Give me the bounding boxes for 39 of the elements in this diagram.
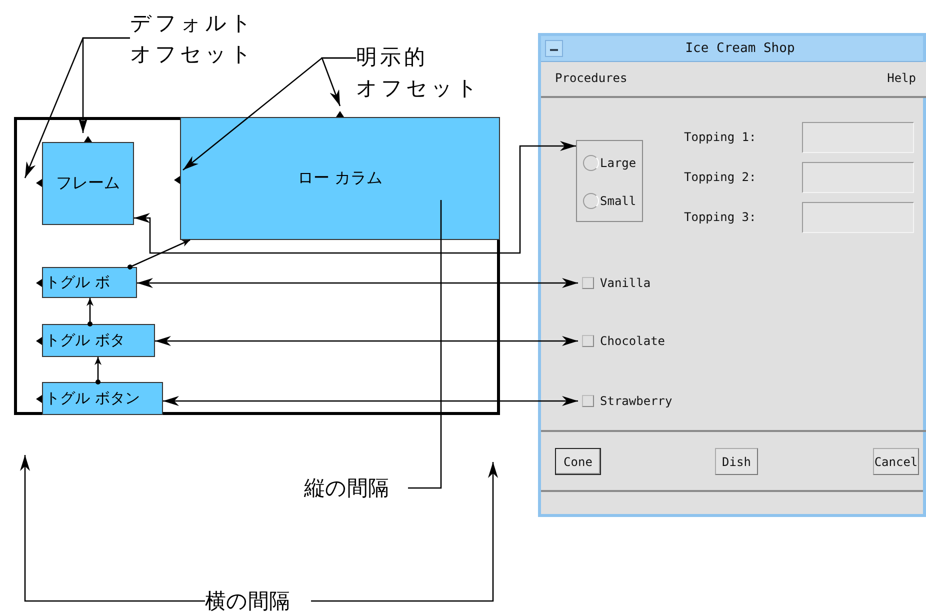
row-column-box: ロー カラム (180, 117, 500, 240)
push-button: Dish (715, 448, 758, 475)
menu-item: Help (887, 71, 916, 85)
leader-line (311, 462, 498, 602)
attachment-line (128, 239, 190, 270)
checkbox: Vanilla (578, 273, 658, 293)
container-box (14, 117, 500, 415)
arrow (137, 278, 578, 288)
field-label: Topping 3: (684, 209, 758, 226)
arrow (155, 336, 578, 346)
push-button: Cancel (873, 448, 919, 475)
radio-group-frame (576, 140, 643, 222)
toggle-button-box: トグル ボ (42, 267, 137, 298)
arrow (163, 396, 578, 406)
arrow (134, 141, 576, 254)
annotation-label: デフォルトオフセット (130, 8, 255, 74)
field-label: Topping 1: (684, 129, 758, 146)
radio-button: Small (583, 191, 636, 211)
annotation-label: 明示的オフセット (356, 42, 481, 104)
leader-line (78, 37, 130, 133)
radio-button: Large (583, 153, 636, 173)
app-window (538, 33, 926, 517)
toggle-button-box: トグル ボタ (42, 324, 155, 357)
leader-line (321, 57, 356, 106)
toggle-button-box: トグル ボタン (42, 382, 163, 415)
annotation-label: 縦の間隔 (304, 474, 408, 502)
menu-item: Procedures (555, 71, 628, 85)
frame-box: フレーム (42, 142, 134, 225)
window-title: Ice Cream Shop (684, 40, 796, 58)
push-button: Cone (555, 448, 601, 475)
checkbox: Strawberry (578, 391, 678, 411)
menu-bar (541, 62, 926, 98)
attachment-line (86, 298, 94, 326)
field-label: Topping 2: (684, 169, 758, 186)
attachment-line (94, 357, 102, 384)
leader-line (20, 455, 205, 602)
annotation-label: 横の間隔 (205, 588, 311, 614)
checkbox: Chocolate (578, 331, 668, 351)
leader-line (408, 200, 442, 489)
